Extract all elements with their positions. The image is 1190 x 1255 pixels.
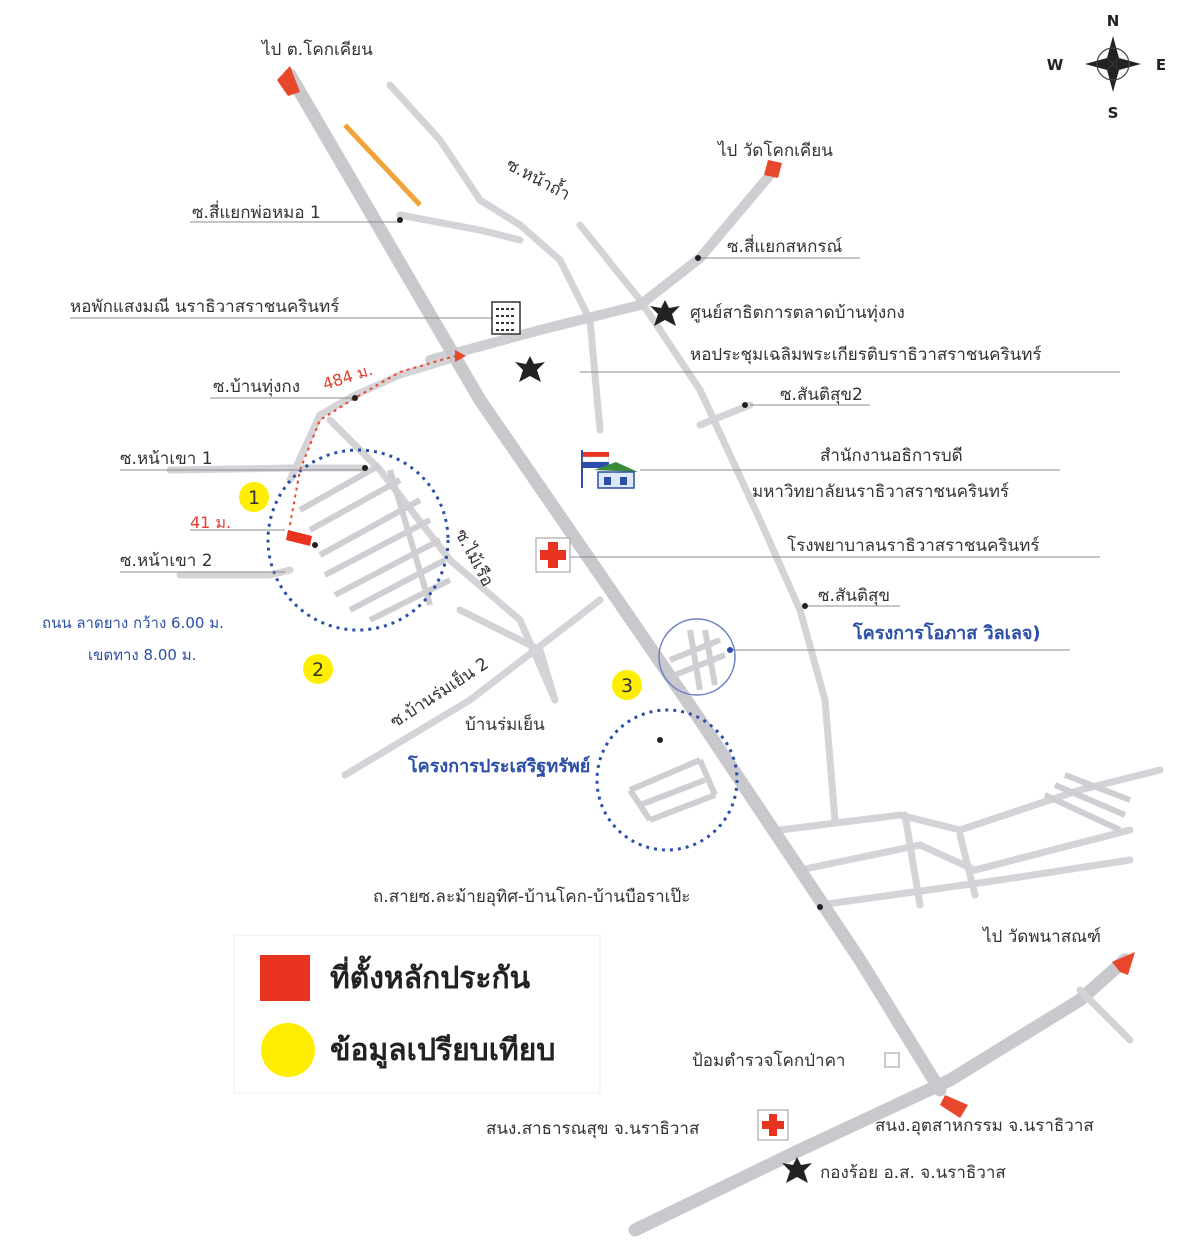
compass-rose: N S E W xyxy=(1047,12,1166,122)
garuda-icon xyxy=(782,1157,812,1183)
label-ranger-company: กองร้อย อ.ส. จ.นราธิวาส xyxy=(820,1163,1006,1183)
location-dots xyxy=(312,217,823,910)
svg-text:2: 2 xyxy=(312,659,324,681)
label-road-info-reserve: เขตทาง 8.00 ม. xyxy=(88,646,196,664)
label-market-center: ศูนย์สาธิตการตลาดบ้านทุ่งกง xyxy=(690,303,905,323)
hospital-cross-icon xyxy=(535,537,571,573)
collateral-marker xyxy=(286,530,312,546)
garuda-icon xyxy=(650,300,680,326)
garuda-icon xyxy=(515,356,545,382)
highlighted-road-segment xyxy=(343,123,422,207)
label-opportunity-village: โครงการโอภาส วิลเลจ) xyxy=(852,622,1041,644)
label-soi-na-tham: ซ.หน้าถ้ำ xyxy=(503,152,575,205)
label-soi-na-khao2: ซ.หน้าเขา 2 xyxy=(120,551,213,571)
comparison-marker-1: 1 xyxy=(239,482,269,512)
label-health-office: สนง.สาธารณสุข จ.นราธิวาส xyxy=(486,1119,700,1139)
label-police-post: ป้อมตำรวจโคกป่าคา xyxy=(692,1050,845,1071)
arrow-to-wat-phanasanat xyxy=(1112,952,1135,975)
label-soi-ban-thung-kong: ซ.บ้านทุ่งกง xyxy=(213,377,300,397)
subdivision-grid-3 xyxy=(627,757,718,823)
arrow-to-wat-kok-khian xyxy=(764,160,782,178)
label-main-road: ถ.สายซ.ละม้ายอุทิศ-บ้านโคก-บ้านบือราเป๊ะ xyxy=(373,886,690,907)
label-soi-santisuk2: ซ.สันติสุข2 xyxy=(780,385,863,405)
label-industry-office: สนง.อุตสาหกรรม จ.นราธิวาส xyxy=(875,1116,1094,1136)
village-circle xyxy=(658,618,736,696)
compass-e: E xyxy=(1156,56,1166,74)
arrow-south-main xyxy=(940,1095,968,1118)
legend-comparison-label: ข้อมูลเปรียบเทียบ xyxy=(330,1033,555,1069)
route-arrowhead xyxy=(455,350,466,362)
flag-building-icon xyxy=(581,450,638,489)
label-soi-si-yaek-pho-mo: ซ.สี่แยกพ่อหมอ 1 xyxy=(192,200,321,223)
map-legend: ที่ตั้งหลักประกัน ข้อมูลเปรียบเทียบ xyxy=(233,934,601,1094)
label-ban-rom-yen: บ้านร่มเย็น xyxy=(465,713,545,735)
label-to-wat-phanasanat: ไป วัดพนาสณฑ์ xyxy=(981,926,1101,947)
police-post-icon xyxy=(884,1052,900,1068)
label-to-kok-khian: ไป ต.โคกเคียน xyxy=(260,39,373,60)
legend-comparison-swatch xyxy=(261,1023,315,1077)
label-soi-si-yaek-sahakon: ซ.สี่แยกสหกรณ์ xyxy=(727,234,843,257)
subdivision-grid-village xyxy=(668,629,727,691)
hospital-cross-icon xyxy=(757,1109,789,1141)
arrow-to-kok-khian xyxy=(277,66,300,96)
area-circle-3 xyxy=(595,708,739,852)
road-network xyxy=(166,68,1164,1237)
label-prasert-project: โครงการประเสริฐทรัพย์ xyxy=(407,755,590,778)
svg-text:1: 1 xyxy=(248,487,260,509)
building-icon xyxy=(491,301,521,335)
label-hospital: โรงพยาบาลนราธิวาสราชนครินทร์ xyxy=(787,535,1039,556)
compass-s: S xyxy=(1108,104,1119,122)
compass-w: W xyxy=(1047,56,1064,74)
label-to-wat-kok-khian: ไป วัดโคกเคียน xyxy=(716,140,833,161)
label-road-info-width: ถนน ลาดยาง กว้าง 6.00 ม. xyxy=(42,614,224,632)
legend-collateral-swatch xyxy=(260,955,310,1001)
label-university: มหาวิทยาลัยนราธิวาสราชนครินทร์ xyxy=(752,482,1009,502)
legend-collateral-label: ที่ตั้งหลักประกัน xyxy=(330,955,531,996)
comparison-marker-3: 3 xyxy=(612,670,642,700)
route-484m xyxy=(289,355,456,526)
leader-lines xyxy=(70,221,1120,651)
label-distance-41: 41 ม. xyxy=(190,513,231,532)
subdivision-grid-1 xyxy=(298,462,452,623)
area-circle-1 xyxy=(266,448,450,632)
label-soi-na-khao1: ซ.หน้าเขา 1 xyxy=(120,449,213,469)
subdivision-grid-east xyxy=(1043,772,1132,833)
comparison-marker-2: 2 xyxy=(303,654,333,684)
compass-n: N xyxy=(1107,12,1120,30)
label-hall: หอประชุมเฉลิมพระเกียรติบราธิวาสราชนครินท… xyxy=(690,345,1042,365)
svg-text:3: 3 xyxy=(621,675,633,697)
label-dorm: หอพักแสงมณี นราธิวาสราชนครินทร์ xyxy=(70,297,339,317)
label-president-office: สำนักงานอธิการบดี xyxy=(820,446,963,466)
label-soi-santisuk: ซ.สันติสุข xyxy=(818,586,890,606)
